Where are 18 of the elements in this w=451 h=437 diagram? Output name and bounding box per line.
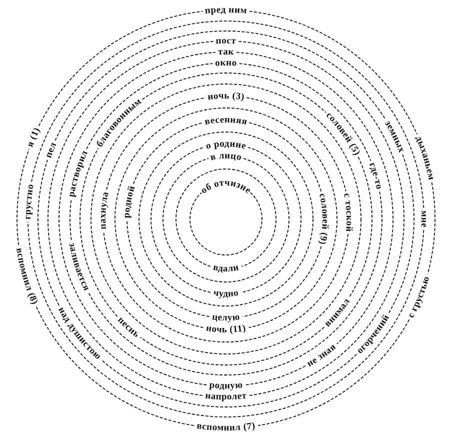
- word-label: я (1): [26, 126, 43, 149]
- word-label: пред ним: [204, 5, 248, 16]
- word-label: напролет: [204, 391, 248, 402]
- word-label: весенняя: [204, 115, 248, 128]
- word-label: целую: [212, 312, 240, 324]
- word-label: пост: [216, 36, 236, 47]
- word-label: ночь (3): [207, 91, 245, 103]
- word-label: в лицо: [210, 151, 242, 164]
- word-label: окно: [214, 58, 238, 69]
- word-label: вспомнил (7): [196, 421, 256, 434]
- word-label: так: [218, 47, 234, 58]
- word-label: о родине: [204, 139, 248, 152]
- word-label: родную: [208, 380, 244, 392]
- word-label: об отчизне: [199, 178, 253, 196]
- word-label: пел: [44, 140, 60, 160]
- word-label: чудно: [212, 288, 240, 300]
- word-label: вдали: [212, 262, 240, 274]
- word-label: ночь (11): [205, 324, 247, 336]
